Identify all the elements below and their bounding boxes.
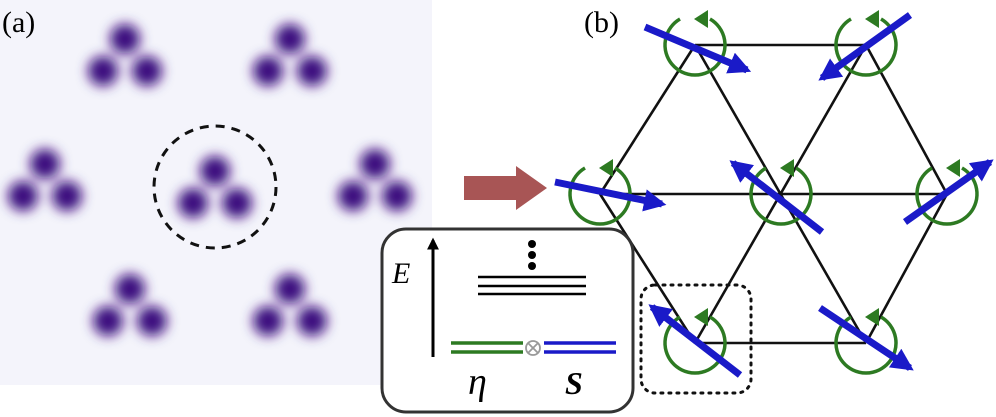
circular-arrow-icon — [834, 17, 898, 77]
rotation-arrowhead — [694, 10, 708, 29]
panel-b-label: (b) — [584, 6, 619, 39]
rotation-arrowhead — [780, 159, 794, 178]
rotation-arrowhead — [865, 308, 879, 327]
circular-arrow-icon — [663, 315, 727, 375]
spin-level — [544, 341, 616, 354]
panel-a-label: (a) — [2, 6, 35, 39]
lattice-site — [554, 159, 667, 226]
spin-arrow-icon — [554, 178, 667, 212]
energy-level-inset: E η S — [380, 227, 635, 414]
kagome-lattice — [598, 43, 949, 345]
vertical-dots-icon — [528, 240, 536, 270]
trimer-lobe — [8, 181, 38, 211]
rotation-arrowhead — [694, 308, 708, 327]
spin-arrow-icon — [818, 305, 914, 371]
panel-b: (b) — [554, 6, 994, 395]
trimer-blobs — [8, 24, 412, 336]
trimer-lobe — [30, 149, 60, 179]
trimer-lobe — [200, 156, 230, 186]
panel-a: (a) — [0, 0, 432, 385]
lattice-site — [643, 10, 752, 77]
lattice-site — [648, 304, 743, 378]
spin-arrow-icon — [729, 160, 825, 235]
rotation-arrowhead — [946, 159, 960, 178]
spin-label: S — [565, 365, 583, 401]
trimer-lobe — [253, 306, 283, 336]
trimer-lobe — [93, 306, 123, 336]
trimer-lobe — [297, 56, 327, 86]
spin-arrow-icon — [818, 12, 913, 81]
trimer-lobe — [275, 24, 305, 54]
trimer-lobe — [52, 181, 82, 211]
trimer-lobe — [115, 274, 145, 304]
circular-arrow-icon — [834, 315, 898, 375]
circular-arrow-icon — [915, 166, 979, 226]
lattice-site — [729, 159, 825, 235]
lattice-site — [818, 10, 913, 81]
trimer-lobe — [110, 24, 140, 54]
eta-level — [451, 341, 523, 354]
excited-levels — [478, 275, 586, 296]
rotation-arrowhead — [599, 159, 613, 178]
spin-arrow-icon — [902, 159, 994, 225]
lattice-sites — [554, 10, 994, 378]
lattice-site — [818, 305, 914, 375]
trimer-lobe — [382, 181, 412, 211]
energy-axis-label: E — [391, 257, 410, 290]
lattice-site — [902, 159, 994, 226]
dashed-highlight-circle — [152, 124, 278, 250]
trimer-lobe — [88, 56, 118, 86]
trimer-lobe — [137, 306, 167, 336]
block-arrow-right-icon — [464, 166, 547, 210]
rotation-arrowhead — [865, 10, 879, 29]
trimer-lobe — [178, 188, 208, 218]
trimer-lobe — [297, 306, 327, 336]
circular-arrow-icon — [749, 166, 813, 226]
trimer-lobe — [222, 188, 252, 218]
trimer-lobe — [360, 149, 390, 179]
inset-frame — [380, 227, 635, 414]
spin-arrow-icon — [648, 304, 743, 378]
trimer-lobe — [132, 56, 162, 86]
spin-arrow-icon — [643, 23, 752, 74]
eta-label: η — [468, 361, 487, 403]
trimer-lobe — [338, 181, 368, 211]
dotted-unit-box — [639, 283, 753, 395]
circled-times-icon — [525, 340, 541, 356]
trimer-lobe — [253, 56, 283, 86]
trimer-lobe — [275, 274, 305, 304]
